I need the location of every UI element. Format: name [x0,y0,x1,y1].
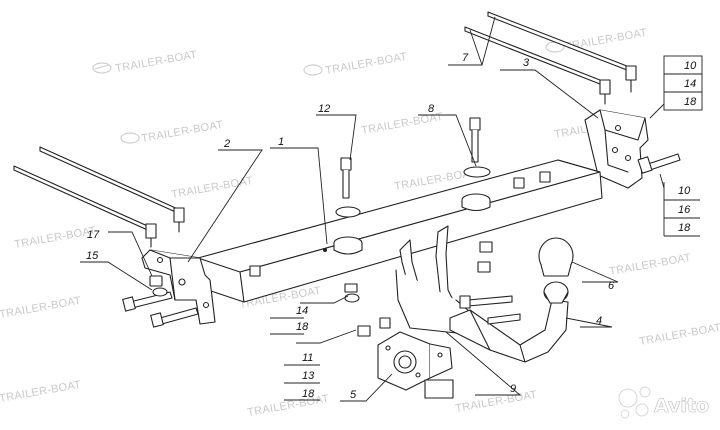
watermark-text: TRAILER-BOAT [0,379,82,405]
avito-logo: Avito [618,386,709,419]
avito-dots-icon [618,386,651,419]
callout-18: 18 [678,222,691,234]
bolt-8 [461,117,491,212]
callout-4: 4 [596,315,602,327]
ball-mount-arm [449,299,569,363]
callout-18: 18 [296,321,309,333]
watermark-text: TRAILER-BOAT [114,49,198,75]
watermark-text: TRAILER-BOAT [454,389,538,415]
callout-6: 6 [608,280,615,292]
leader-lines [80,16,665,402]
watermark-logo-icon [303,64,323,76]
watermark-logo-icon [120,132,140,144]
right-strap-lower [464,26,611,105]
watermark-text: TRAILER-BOAT [608,252,692,278]
callout-16: 16 [678,204,691,216]
avito-brand-text: Avito [654,395,709,417]
callout-3: 3 [523,57,530,69]
watermark-text: TRAILER-BOAT [324,51,408,77]
callout-box-right-mid: 10 16 18 [663,182,700,237]
callout-11: 11 [302,352,313,364]
callout-10: 10 [678,185,691,197]
watermark-text: TRAILER-BOAT [170,175,254,201]
right-strap-upper [487,11,637,93]
left-bolt-lower [150,307,199,328]
callout-18: 18 [684,96,697,108]
callout-5: 5 [350,389,357,401]
callout-14: 14 [684,78,696,90]
watermark-logo-icon [92,62,112,74]
callout-box-right-top: 10 14 18 [663,55,703,111]
callout-2: 2 [223,138,230,150]
watermark-text: TRAILER-BOAT [638,322,720,348]
callout-7: 7 [462,52,469,64]
callout-9: 9 [510,383,516,395]
callout-10: 10 [684,60,697,72]
callout-labels: 1 2 3 4 5 6 7 8 9 12 15 17 [86,52,615,401]
bar-nuts [249,171,551,277]
callout-1: 1 [278,136,284,148]
callout-8: 8 [428,103,435,115]
tow-ball [538,237,574,304]
watermark-text: TRAILER-BOAT [0,295,82,321]
callout-pair-left: 14 18 [270,305,309,335]
receiver-bolts [459,295,521,325]
right-bolt [637,153,681,174]
callout-stack-bottom: 11 13 18 [284,352,320,401]
callout-14: 14 [296,305,308,317]
watermark-text: TRAILER-BOAT [13,225,97,251]
left-strap-lower [13,165,157,248]
callout-15: 15 [86,250,99,262]
callout-12: 12 [318,103,330,115]
right-bracket [584,109,649,189]
callout-13: 13 [302,370,315,382]
watermark-text: TRAILER-BOAT [246,393,330,419]
callout-17: 17 [87,229,100,241]
watermark-text: TRAILER-BOAT [140,119,224,145]
left-strap-upper [39,146,185,233]
socket-plate [377,331,454,399]
small-parts [344,283,391,337]
left-nut-15 [149,275,168,297]
centre-bolt [333,157,363,255]
main-crossbar [197,159,603,303]
callout-18: 18 [302,388,315,400]
